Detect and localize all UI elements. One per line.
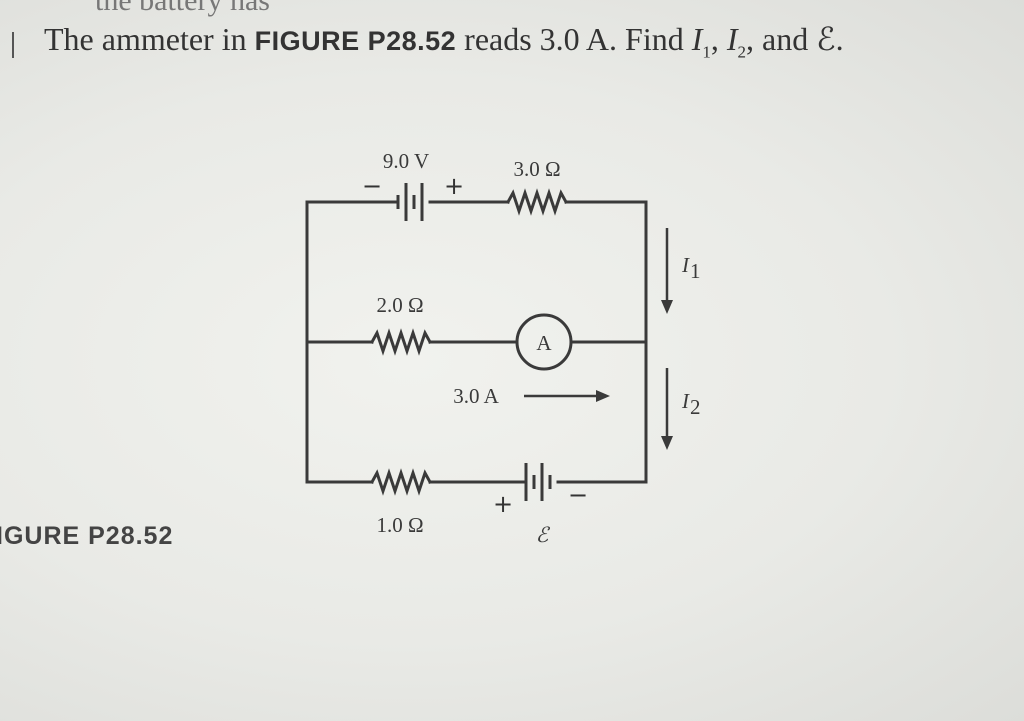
resistor-2ohm-label: 2.0 Ω [376,293,423,317]
current-i2-arrowhead [661,436,673,450]
emf-symbol: ℰ [816,21,836,57]
ammeter-label: A [536,331,552,355]
resistor-2ohm [369,328,433,356]
current-i1-symbol: I [691,21,703,57]
battery-bottom-minus-sign: − [568,481,588,509]
current-i2-symbol: I [726,21,738,57]
resistor-1ohm [369,468,433,496]
current-i2-subscript-label: 2 [690,395,701,419]
current-i1-arrowhead [661,300,673,314]
ammeter-current-arrowhead [596,390,610,402]
current-i1-subscript-label: 1 [690,259,701,283]
question-text: The ammeter in FIGURE P28.52 reads 3.0 A… [44,20,844,62]
battery-bottom-emf-label: ℰ [536,523,551,547]
current-i2-subscript: 2 [737,42,747,62]
battery-bottom-symbol [524,463,552,501]
ammeter-reading-label: 3.0 A [453,384,499,408]
current-i1-subscript: 1 [702,42,711,62]
battery-top-symbol [396,183,424,221]
battery-top-plus-sign: + [444,172,464,200]
current-i1-label: I [681,253,690,277]
question-period: . [835,21,844,57]
battery-top-voltage-label: 9.0 V [383,149,429,173]
battery-top-minus-sign: − [362,172,382,200]
ammeter-circle [515,313,573,371]
battery-bottom-plus-sign: + [493,490,513,518]
margin-bar [12,32,14,58]
question-reading: reads 3.0 A. Find [456,21,692,57]
question-and: , and [746,21,817,57]
resistor-3ohm [505,188,569,216]
resistor-3ohm-label: 3.0 Ω [513,157,560,181]
current-i2-label: I [681,389,690,413]
separator-1: , [710,21,727,57]
cropped-header-fragment: the battery has [95,0,270,17]
figure-reference: FIGURE P28.52 [254,26,457,56]
figure-caption: IGURE P28.52 [0,522,174,550]
resistor-1ohm-label: 1.0 Ω [376,513,423,537]
question-intro: The ammeter in [44,21,255,57]
